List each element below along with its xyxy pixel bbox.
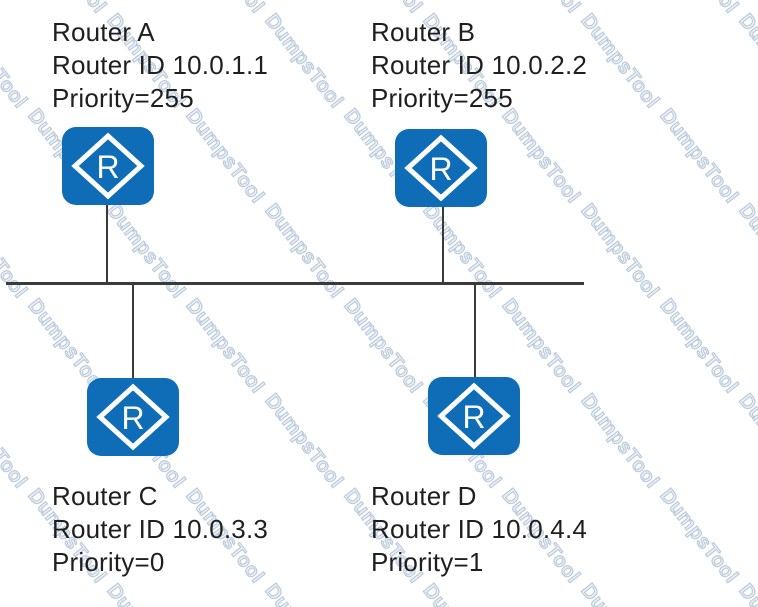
- router-b-label: Router B Router ID 10.0.2.2 Priority=255: [371, 16, 587, 115]
- link-router-d: [474, 284, 476, 378]
- router-letter: R: [96, 149, 119, 185]
- router-letter: R: [429, 151, 452, 187]
- router-d-name: Router D: [371, 481, 477, 511]
- router-a-id: Router ID 10.0.1.1: [52, 50, 269, 80]
- router-b-name: Router B: [371, 17, 476, 47]
- router-a-label: Router A Router ID 10.0.1.1 Priority=255: [52, 16, 268, 115]
- router-letter: R: [462, 399, 485, 435]
- router-b-icon: R: [395, 129, 487, 207]
- router-a-name: Router A: [52, 17, 155, 47]
- router-icon-graphic: R: [395, 129, 487, 207]
- router-a-priority: Priority=255: [52, 83, 194, 113]
- router-letter: R: [121, 400, 144, 436]
- router-c-label: Router C Router ID 10.0.3.3 Priority=0: [52, 480, 268, 579]
- diamond-icon: [404, 134, 478, 202]
- router-c-priority: Priority=0: [52, 547, 165, 577]
- router-c-name: Router C: [52, 481, 158, 511]
- link-router-b: [442, 205, 444, 283]
- router-icon-graphic: R: [87, 378, 179, 456]
- router-d-icon: R: [428, 377, 520, 455]
- diamond-icon: [437, 382, 511, 450]
- link-router-a: [106, 202, 108, 283]
- router-d-id: Router ID 10.0.4.4: [371, 514, 588, 544]
- diamond-icon: [71, 132, 145, 200]
- router-icon-graphic: R: [428, 377, 520, 455]
- router-b-id: Router ID 10.0.2.2: [371, 50, 588, 80]
- link-router-c: [132, 284, 134, 379]
- network-bus-line: [6, 282, 584, 285]
- router-c-icon: R: [87, 378, 179, 456]
- router-icon-graphic: R: [62, 127, 154, 205]
- router-b-priority: Priority=255: [371, 83, 513, 113]
- router-d-priority: Priority=1: [371, 547, 484, 577]
- diamond-icon: [96, 383, 170, 451]
- router-c-id: Router ID 10.0.3.3: [52, 514, 269, 544]
- router-d-label: Router D Router ID 10.0.4.4 Priority=1: [371, 480, 587, 579]
- router-a-icon: R: [62, 127, 154, 205]
